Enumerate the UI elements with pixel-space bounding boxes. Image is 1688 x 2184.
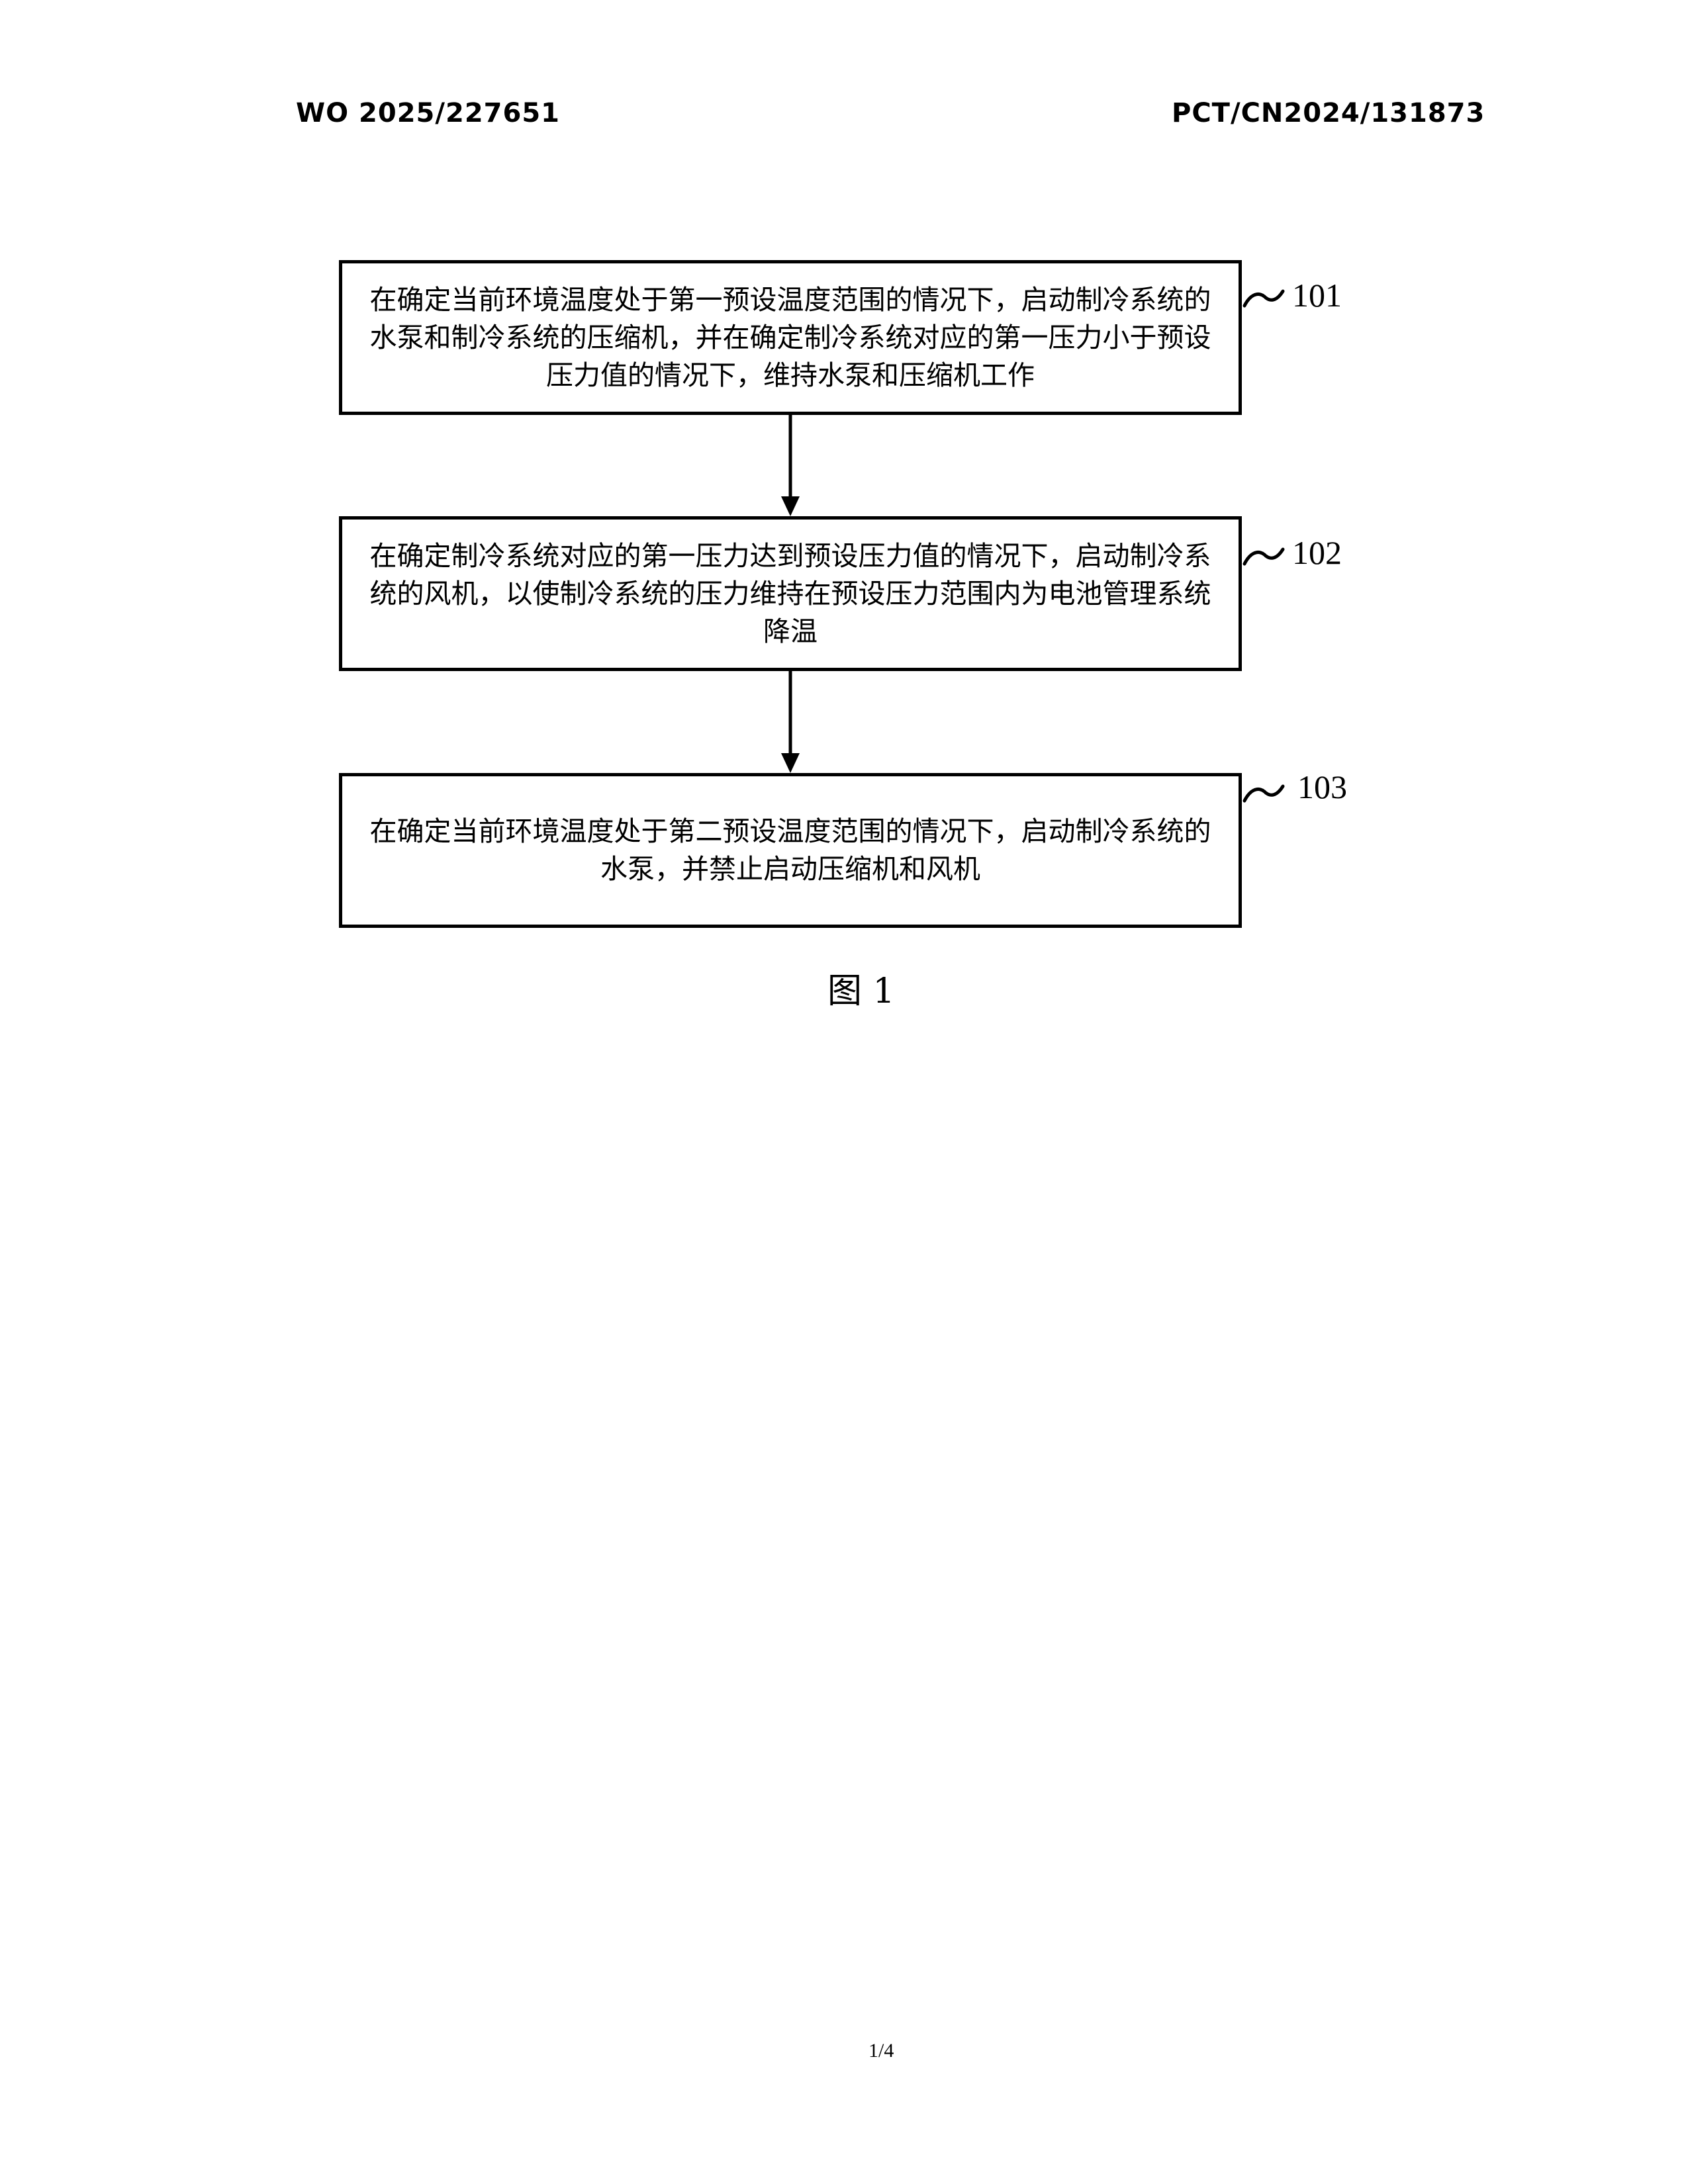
step-101-box: 在确定当前环境温度处于第一预设温度范围的情况下，启动制冷系统的水泵和制冷系统的压… (339, 260, 1242, 415)
figure-caption: 图 1 (827, 963, 895, 1013)
step-101-label: 101 (1292, 276, 1342, 314)
publication-number: WO 2025/227651 (296, 98, 560, 128)
leader-101 (1244, 291, 1283, 306)
step-102-box: 在确定制冷系统对应的第一压力达到预设压力值的情况下，启动制冷系统的风机，以使制冷… (339, 516, 1242, 671)
step-102-text: 在确定制冷系统对应的第一压力达到预设压力值的情况下，启动制冷系统的风机，以使制冷… (359, 537, 1221, 651)
arrow-102-to-103 (781, 671, 800, 773)
arrow-101-to-102 (781, 415, 800, 516)
application-number: PCT/CN2024/131873 (1172, 98, 1485, 128)
leader-103 (1244, 786, 1283, 801)
step-103-label: 103 (1297, 768, 1347, 806)
leader-102 (1244, 549, 1283, 564)
page-number: 1/4 (868, 2040, 894, 2062)
step-101-text: 在确定当前环境温度处于第一预设温度范围的情况下，启动制冷系统的水泵和制冷系统的压… (359, 281, 1221, 394)
step-103-box: 在确定当前环境温度处于第二预设温度范围的情况下，启动制冷系统的水泵，并禁止启动压… (339, 773, 1242, 928)
step-103-text: 在确定当前环境温度处于第二预设温度范围的情况下，启动制冷系统的水泵，并禁止启动压… (359, 813, 1221, 888)
step-102-label: 102 (1292, 533, 1342, 572)
